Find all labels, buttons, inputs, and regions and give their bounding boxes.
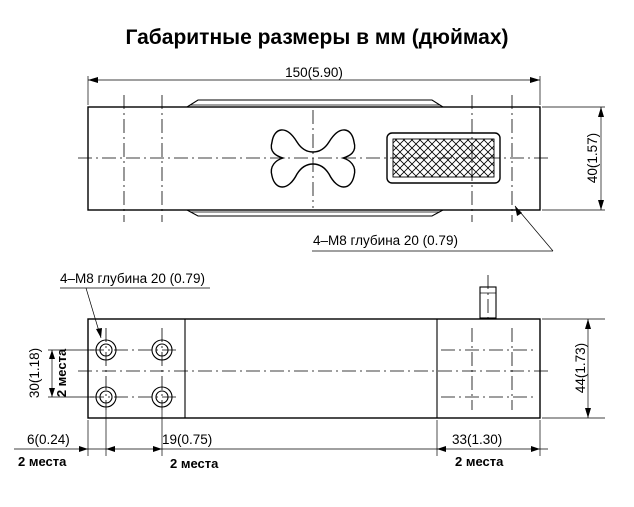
side-view-end-length-label: 33(1.30): [452, 432, 502, 447]
top-view-lower-groove: [186, 209, 444, 217]
side-view-height-label: 44(1.73): [573, 343, 588, 393]
top-view-upper-groove: [186, 99, 444, 108]
side-view-thread-hole: [95, 386, 117, 408]
side-view-edge-offset-label: 6(0.24): [27, 432, 70, 447]
side-view-hole-pitch-label: 19(0.75): [162, 432, 212, 447]
top-view-thread-leader: [514, 205, 554, 252]
side-view-body-outline: [87, 318, 541, 419]
side-view-hole-spacing-note: 2 места: [54, 348, 69, 397]
side-view: 4–M8 глубина 20 (0.79): [14, 271, 605, 471]
top-view-thread-label: 4–M8 глубина 20 (0.79): [313, 233, 458, 248]
top-view: 150(5.90) 40(1.57) 4–M8 глубина 20 (0.79…: [78, 65, 605, 252]
side-view-thread-label: 4–M8 глубина 20 (0.79): [60, 271, 205, 286]
side-view-edge-offset-note: 2 места: [18, 454, 67, 469]
top-view-height-label: 40(1.57): [585, 133, 600, 183]
top-view-length-label: 150(5.90): [285, 65, 343, 80]
top-view-body-outline: [87, 106, 541, 211]
side-view-thread-hole: [151, 386, 173, 408]
side-view-end-length-note: 2 места: [455, 454, 504, 469]
side-view-hole-spacing-label: 30(1.18): [27, 348, 42, 398]
top-view-flexure-cutout: [270, 129, 356, 188]
side-view-hole-pitch-note: 2 места: [170, 456, 219, 471]
drawing-title: Габаритные размеры в мм (дюймах): [125, 26, 508, 49]
top-view-strain-gauge-label: [386, 132, 501, 184]
top-view-hatch: [392, 138, 495, 178]
side-view-thread-hole: [151, 339, 173, 361]
side-view-thread-hole: [95, 339, 117, 361]
